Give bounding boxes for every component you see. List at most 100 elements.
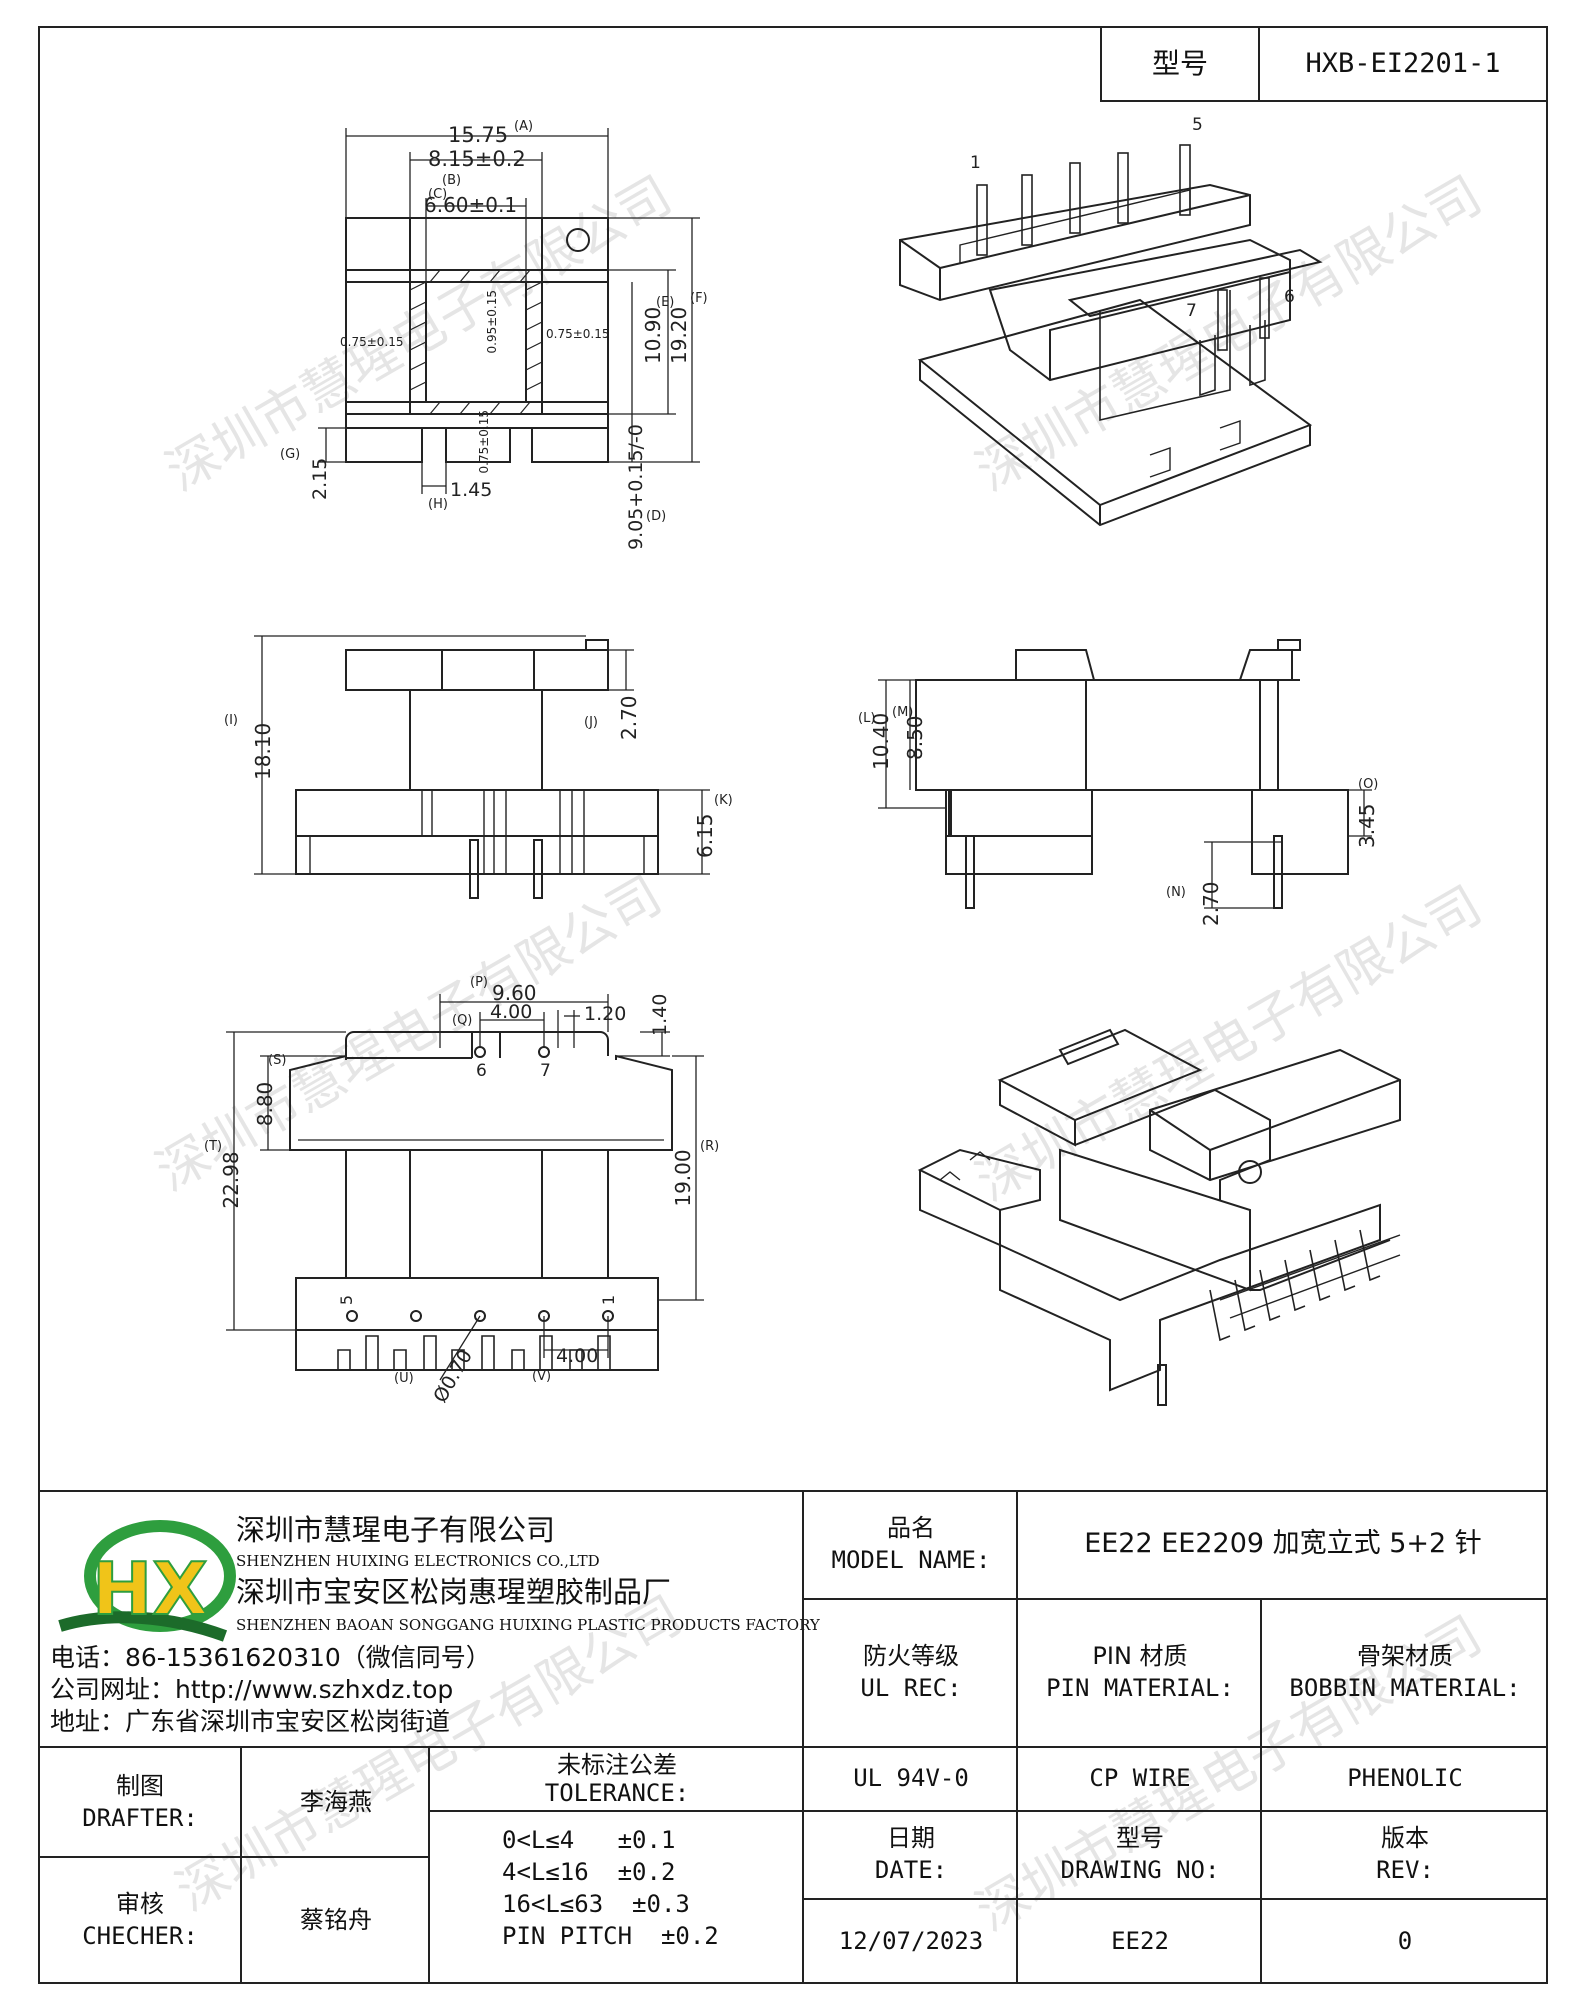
dim-wall-bottom: 0.75±0.15 xyxy=(477,410,491,474)
dim-m-tag: (M) xyxy=(892,705,913,720)
dim-r: 19.00 xyxy=(671,1149,695,1206)
tolerance-line: 0<L≤4 ±0.1 xyxy=(502,1826,676,1854)
tolerance-line: 4<L≤16 ±0.2 xyxy=(502,1858,676,1886)
pin-label-cell: PIN 材质 PIN MATERIAL: xyxy=(1016,1598,1262,1748)
drawing-value: EE22 xyxy=(1111,1927,1169,1955)
model-name-label-en: MODEL NAME: xyxy=(831,1546,991,1574)
bottom-view: 9.60 (P) 4.00 (Q) 1.20 1.40 19.00 (R) 8.… xyxy=(204,975,719,1407)
front-view: 18.10 (I) 2.70 (J) 6.15 (K) xyxy=(224,635,733,899)
rev-value-cell: 0 xyxy=(1260,1898,1548,1984)
dim-wall-top: 0.95±0.15 xyxy=(485,290,499,354)
dim-r-top: 1.40 xyxy=(649,994,671,1036)
bobbin-label-en: BOBBIN MATERIAL: xyxy=(1289,1674,1521,1702)
dim-k-tag: (K) xyxy=(714,793,733,808)
dim-o-tag: (O) xyxy=(1358,777,1378,792)
rev-label-en: REV: xyxy=(1376,1856,1434,1884)
dim-r-tag: (R) xyxy=(700,1139,719,1154)
dim-n-tag: (N) xyxy=(1166,885,1186,900)
drawing-label-cell: 型号 DRAWING NO: xyxy=(1016,1810,1262,1900)
dim-wall-right: 0.75±0.15 xyxy=(546,327,610,341)
company-area: HX 深圳市慧瑆电子有限公司 SHENZHEN HUIXING ELECTRON… xyxy=(40,1492,820,1748)
company-phone: 电话：86-15361620310（微信同号） xyxy=(50,1643,491,1672)
rev-label-cell: 版本 REV: xyxy=(1260,1810,1548,1900)
dim-i-tag: (I) xyxy=(224,713,238,728)
factory-name-en: SHENZHEN BAOAN SONGGANG HUIXING PLASTIC … xyxy=(236,1616,820,1634)
drawing-label-en: DRAWING NO: xyxy=(1060,1856,1220,1884)
drafter-label-cell: 制图 DRAFTER: xyxy=(38,1748,242,1858)
dim-b-tag: (B) xyxy=(442,173,461,188)
dim-p-tag: (P) xyxy=(470,975,488,990)
dim-v: 4.00 xyxy=(556,1345,598,1367)
isometric-view-1: 1 5 6 7 xyxy=(899,115,1323,527)
checker-label-en: CHECHER: xyxy=(82,1922,198,1950)
ul-label-en: UL REC: xyxy=(860,1674,962,1702)
divider xyxy=(38,1746,804,1748)
dim-m: 8.50 xyxy=(903,715,927,760)
dim-q2: 1.20 xyxy=(584,1003,626,1025)
pin-label-cn: PIN 材质 xyxy=(1092,1642,1188,1670)
checker-value-cell: 蔡铭舟 xyxy=(240,1856,430,1984)
company-address: 地址：广东省深圳市宝安区松岗街道 xyxy=(50,1707,451,1736)
dim-e: 10.90 xyxy=(641,307,665,364)
checker-label-cn: 审核 xyxy=(116,1890,164,1918)
dim-n: 2.70 xyxy=(1199,881,1223,926)
date-value-cell: 12/07/2023 xyxy=(802,1898,1018,1984)
dim-s: 8.80 xyxy=(253,1082,277,1127)
dim-g: 2.15 xyxy=(309,458,331,500)
dim-v-tag: (V) xyxy=(532,1369,551,1384)
drawing-value-cell: EE22 xyxy=(1016,1898,1262,1984)
model-value-cell: HXB-EI2201-1 xyxy=(1258,26,1548,102)
dim-g-tag: (G) xyxy=(280,447,300,462)
top-view: 15.75 (A) 8.15±0.2 (B) (C) 6.60±0.1 0.75… xyxy=(280,119,708,550)
bobbin-label-cn: 骨架材质 xyxy=(1357,1642,1453,1670)
dim-l: 10.40 xyxy=(869,713,893,770)
ul-value-cell: UL 94V-0 xyxy=(802,1746,1018,1812)
bobbin-value-cell: PHENOLIC xyxy=(1260,1746,1548,1812)
dim-o: 3.45 xyxy=(1355,803,1379,848)
dim-c-tag: (C) xyxy=(428,187,447,202)
dim-t: 22.98 xyxy=(219,1151,243,1208)
company-website: 公司网址：http://www.szhxdz.top xyxy=(50,1675,454,1704)
dim-p: 9.60 xyxy=(492,981,537,1005)
pin-6-label: 6 xyxy=(476,1061,487,1081)
bobbin-label-cell: 骨架材质 BOBBIN MATERIAL: xyxy=(1260,1598,1548,1748)
model-name-label-cell: 品名 MODEL NAME: xyxy=(802,1490,1018,1600)
pin-1-label: 1 xyxy=(599,1295,618,1305)
dim-f: 19.20 xyxy=(667,307,691,364)
drawing-frame xyxy=(38,26,1548,1984)
pin-label-en: PIN MATERIAL: xyxy=(1046,1674,1234,1702)
dim-a: 15.75 xyxy=(448,123,508,147)
pin-value-cell: CP WIRE xyxy=(1016,1746,1262,1812)
dim-q-tag: (Q) xyxy=(452,1013,472,1028)
bobbin-value: PHENOLIC xyxy=(1347,1764,1463,1792)
side-view: 10.40 (L) 8.50 (M) 3.45 (O) 2.70 (N) xyxy=(858,639,1379,926)
dim-i: 18.10 xyxy=(251,723,275,780)
tolerance-line: 16<L≤63 ±0.3 xyxy=(502,1890,690,1918)
logo-text: HX xyxy=(92,1547,208,1631)
dim-q: 4.00 xyxy=(490,1001,532,1023)
dim-s-tag: (S) xyxy=(268,1053,286,1068)
date-value: 12/07/2023 xyxy=(838,1927,984,1955)
rev-label-cn: 版本 xyxy=(1381,1824,1429,1852)
model-name-value: EE22 EE2209 加宽立式 5+2 针 xyxy=(1084,1528,1482,1559)
drafter-label-en: DRAFTER: xyxy=(82,1804,198,1832)
drafter-label-cn: 制图 xyxy=(116,1772,164,1800)
dim-f-tag: (F) xyxy=(690,291,708,306)
ul-value: UL 94V-0 xyxy=(853,1764,969,1792)
dim-wall-left: 0.75±0.15 xyxy=(340,335,404,349)
tolerance-values-cell: 0<L≤4 ±0.1 4<L≤16 ±0.2 16<L≤63 ±0.3 PIN … xyxy=(428,1810,804,1984)
company-name-cn: 深圳市慧瑆电子有限公司 xyxy=(236,1513,556,1547)
tolerance-line: PIN PITCH ±0.2 xyxy=(502,1922,719,1950)
model-value: HXB-EI2201-1 xyxy=(1305,48,1501,79)
checker-value: 蔡铭舟 xyxy=(300,1906,372,1934)
ul-label-cn: 防火等级 xyxy=(863,1642,959,1670)
dim-d-tag: (D) xyxy=(646,509,666,524)
dim-b: 8.15±0.2 xyxy=(428,147,526,171)
dim-l-tag: (L) xyxy=(858,711,875,726)
dim-k: 6.15 xyxy=(693,813,717,858)
pin-value: CP WIRE xyxy=(1089,1764,1191,1792)
dim-j: 2.70 xyxy=(617,695,641,740)
dim-u-tag: (U) xyxy=(394,1371,414,1386)
model-name-value-cell: EE22 EE2209 加宽立式 5+2 针 xyxy=(1016,1490,1548,1600)
date-label-cell: 日期 DATE: xyxy=(802,1810,1018,1900)
